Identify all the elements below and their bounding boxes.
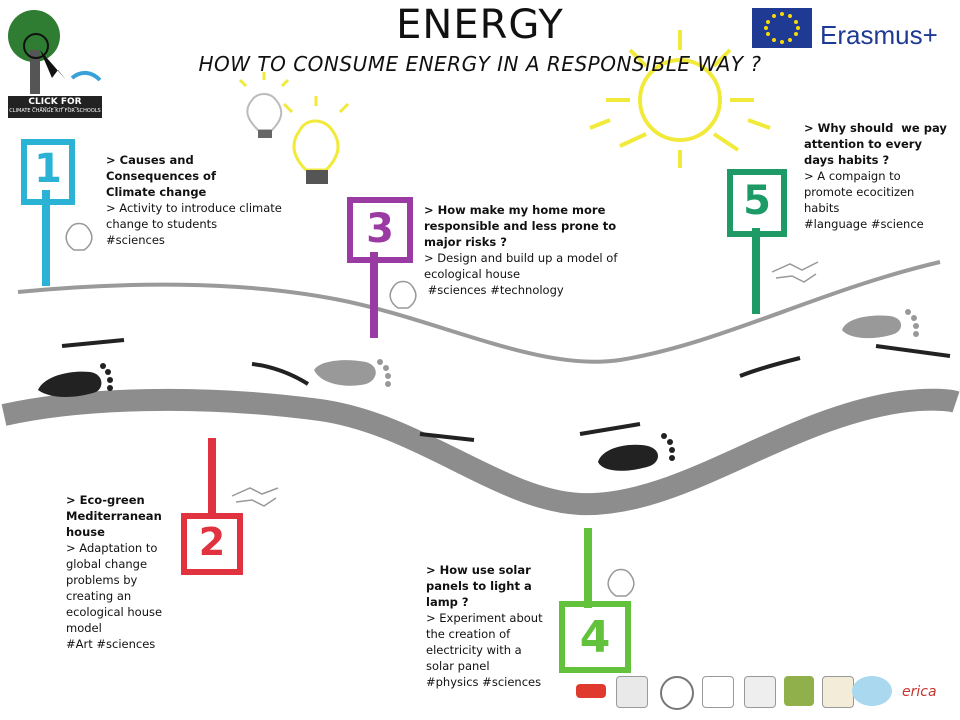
eu-flag-icon: [752, 8, 812, 48]
step-5-line: attention to every: [804, 137, 922, 151]
road-dash: [875, 344, 951, 358]
lightbulb-icon: [282, 96, 350, 184]
page-title: ENERGY: [396, 2, 564, 48]
step-2-text: > Eco-green Mediterranean house > Adapta…: [66, 492, 176, 652]
road-dash: [579, 422, 641, 436]
step-1-line: Climate change: [106, 185, 207, 199]
lightbulb-icon: [238, 72, 290, 138]
partner-logo: [784, 676, 814, 706]
partner-logo: [744, 676, 776, 708]
step-1-sign: [21, 139, 75, 286]
partner-logo: [616, 676, 648, 708]
step-5-line: habits: [804, 201, 840, 215]
road-dash: [739, 356, 801, 378]
step-2-line: ecological house: [66, 605, 163, 619]
road-dash: [61, 338, 125, 348]
road-dash: [419, 432, 475, 442]
road-top-edge: [17, 260, 941, 364]
logo-tagline: CLIMATE CHANGE KIT FOR SCHOOLS: [8, 108, 102, 114]
step-3-line: > Design and build up a model of: [424, 251, 618, 265]
step-4-sign: [559, 528, 631, 673]
partner-logo: [576, 684, 606, 698]
step-3-text: > How make my home more responsible and …: [424, 202, 624, 298]
step-2-number: 2: [198, 520, 226, 564]
click-for-schools-logo: [8, 10, 102, 94]
step-3-line: responsible and less prone to: [424, 219, 617, 233]
partner-logo: [702, 676, 734, 708]
handshake-icon: [231, 261, 819, 507]
step-1-text: > Causes and Consequences of Climate cha…: [106, 152, 286, 248]
step-3-line: > How make my home more: [424, 203, 606, 217]
step-2-line: Mediterranean: [66, 509, 162, 523]
partner-logo-erica: erica: [902, 684, 937, 700]
sun-icon: [589, 30, 771, 168]
step-4-text: > How use solar panels to light a lamp ?…: [426, 562, 556, 690]
partner-logo: [660, 676, 694, 710]
step-3-line: ecological house: [424, 267, 521, 281]
step-5-line: > A compaign to: [804, 169, 901, 183]
step-1-line: change to students: [106, 217, 218, 231]
step-5-line: > Why should we pay: [804, 121, 947, 135]
erasmus-label: Erasmus+: [820, 20, 938, 50]
step-5-number: 5: [743, 178, 771, 224]
road-bottom-band: [1, 388, 960, 516]
step-4-number: 4: [579, 612, 611, 663]
footprint-icon: [314, 359, 391, 387]
step-3-number: 3: [366, 206, 394, 252]
step-1-line: > Causes and Consequences of: [106, 153, 216, 183]
step-5-line: promote ecocitizen: [804, 185, 915, 199]
step-3-line: major risks ?: [424, 235, 507, 249]
step-2-line: house: [66, 525, 105, 539]
step-2-line: global change: [66, 557, 148, 571]
step-4-line: electricity with a: [426, 643, 522, 657]
step-2-line: model: [66, 621, 102, 635]
step-4-line: > How use solar: [426, 563, 531, 577]
step-5-line: #language #science: [804, 217, 924, 231]
lightbulb-icon: [65, 222, 635, 597]
step-2-line: problems by: [66, 573, 138, 587]
step-2-line: creating an: [66, 589, 132, 603]
step-5-text: > Why should we pay attention to every d…: [804, 120, 954, 232]
step-1-line: > Activity to introduce climate: [106, 201, 282, 215]
step-4-line: the creation of: [426, 627, 511, 641]
step-2-line: > Eco-green: [66, 493, 145, 507]
road-dash: [251, 362, 310, 386]
step-1-line: #sciences: [106, 233, 165, 247]
footprint-icon: [842, 309, 919, 339]
step-3-line: #sciences #technology: [424, 283, 564, 297]
footprint-icon: [598, 433, 675, 471]
step-3-sign: [347, 197, 413, 338]
partner-logo: [852, 676, 892, 706]
step-4-line: panels to light a: [426, 579, 532, 593]
step-4-line: solar panel: [426, 659, 490, 673]
step-4-line: lamp ?: [426, 595, 469, 609]
step-1-number: 1: [34, 146, 62, 192]
page-subtitle: HOW TO CONSUME ENERGY IN A RESPONSIBLE W…: [198, 52, 762, 76]
step-5-line: days habits ?: [804, 153, 890, 167]
step-2-line: #Art #sciences: [66, 637, 156, 651]
footprint-icon: [38, 363, 113, 397]
step-4-line: > Experiment about: [426, 611, 543, 625]
step-4-line: #physics #sciences: [426, 675, 542, 689]
step-2-sign: [181, 438, 243, 575]
step-5-sign: [727, 169, 787, 314]
logo-title: CLICK FOR SCHOOLS: [8, 96, 102, 118]
partner-logo: [822, 676, 854, 708]
step-2-line: > Adaptation to: [66, 541, 158, 555]
